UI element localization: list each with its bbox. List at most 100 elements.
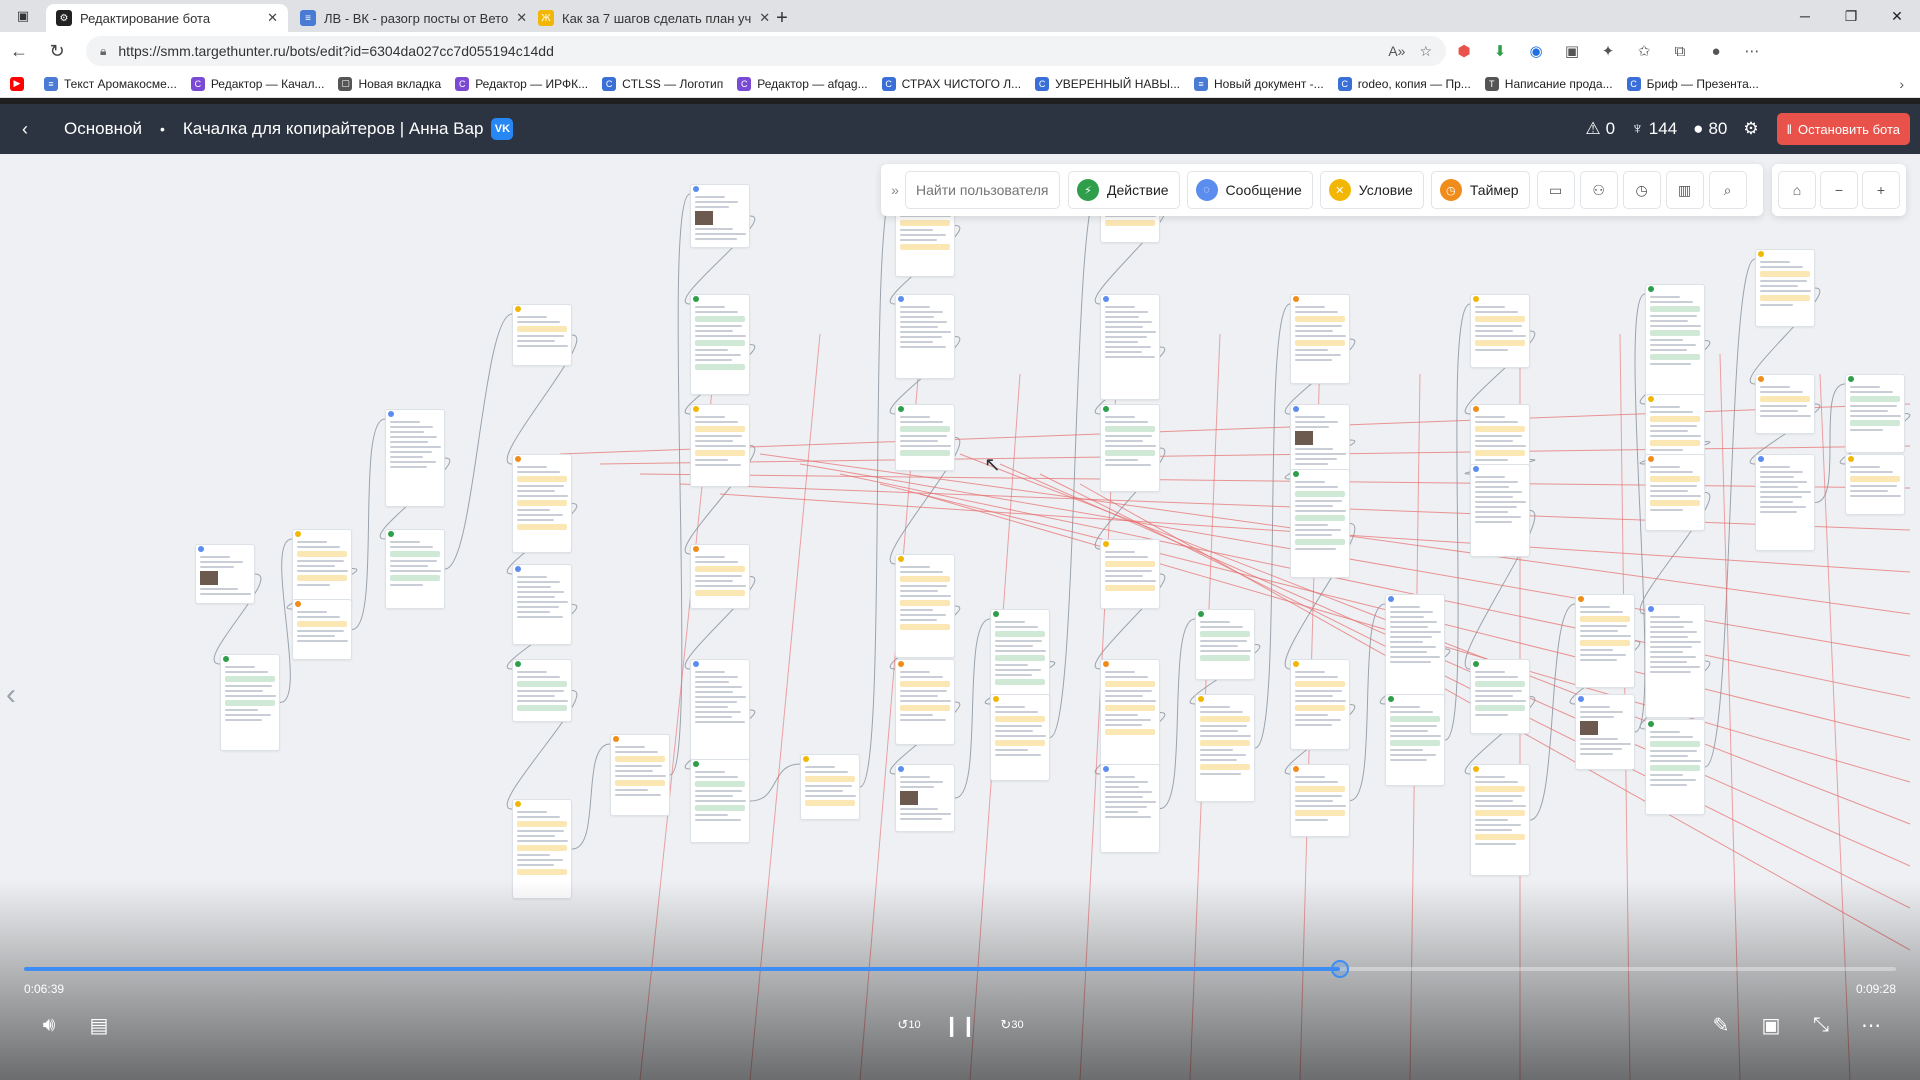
captions-icon[interactable]: ▤ <box>89 1014 109 1037</box>
edit-pen-icon[interactable]: ✎ <box>1712 1014 1730 1037</box>
bookmark-item[interactable]: ▢Новая вкладка <box>338 76 441 91</box>
add-timer-button[interactable]: ◷ Таймер <box>1430 171 1530 209</box>
flow-node[interactable] <box>385 529 445 609</box>
new-tab-button[interactable]: + <box>776 6 788 29</box>
flow-node[interactable] <box>195 544 255 604</box>
flow-node[interactable] <box>1645 284 1705 397</box>
rewind-button[interactable]: ↺10 <box>897 1017 921 1032</box>
warnings-stat[interactable]: ⚠0 <box>1585 119 1616 138</box>
home-icon[interactable]: ⌂ <box>1778 171 1816 209</box>
collections-icon[interactable]: ⧉ <box>1674 42 1686 60</box>
close-tab-icon[interactable]: ✕ <box>267 10 278 25</box>
flow-node[interactable] <box>1470 464 1530 557</box>
collapse-toolbar-icon[interactable]: » <box>891 182 899 198</box>
settings-gear-icon[interactable]: ⚙ <box>1743 119 1759 138</box>
video-more-icon[interactable]: ⋯ <box>1861 1014 1881 1037</box>
flow-node[interactable] <box>1575 694 1635 770</box>
flow-node[interactable] <box>1645 719 1705 815</box>
flow-node[interactable] <box>610 734 670 816</box>
find-user-input[interactable] <box>916 182 1049 198</box>
flow-node[interactable] <box>220 654 280 751</box>
flow-node[interactable] <box>690 544 750 609</box>
flow-node[interactable] <box>895 294 955 379</box>
flow-node[interactable] <box>1755 249 1815 327</box>
back-icon[interactable]: ← <box>10 40 28 61</box>
window-menu-icon[interactable]: ▣ <box>16 8 30 23</box>
flow-node[interactable] <box>1470 294 1530 368</box>
forward-button[interactable]: ↻30 <box>1000 1017 1024 1032</box>
close-tab-icon[interactable]: ✕ <box>759 10 771 25</box>
pause-icon[interactable]: ❙❙ <box>943 1014 977 1037</box>
add-action-button[interactable]: ⚡ Действие <box>1068 171 1180 209</box>
flow-node[interactable] <box>292 529 352 608</box>
flow-node[interactable] <box>1100 294 1160 400</box>
flow-node[interactable] <box>690 659 750 761</box>
add-message-button[interactable]: ◌ Сообщение <box>1186 171 1313 209</box>
more-menu-icon[interactable]: ⋯ <box>1744 43 1760 60</box>
flow-node[interactable] <box>1845 454 1905 515</box>
flow-node[interactable] <box>512 659 572 722</box>
read-aloud-icon[interactable]: A» <box>1388 43 1406 59</box>
flow-node[interactable] <box>1385 594 1445 704</box>
note-icon[interactable]: ▭ <box>1536 171 1575 209</box>
flow-node[interactable] <box>1290 764 1350 837</box>
flow-node[interactable] <box>1290 469 1350 578</box>
exit-fullscreen-icon[interactable]: ⤡ <box>1813 1013 1829 1036</box>
flow-node[interactable] <box>1845 374 1905 453</box>
stats-icon[interactable]: ▥ <box>1665 171 1704 209</box>
flow-node[interactable] <box>690 294 750 395</box>
profile-avatar[interactable]: ● <box>1711 42 1721 60</box>
bookmarks-more-icon[interactable]: › <box>1899 75 1904 92</box>
url-box[interactable]: 🔒︎ https://smm.targethunter.ru/bots/edit… <box>86 36 1446 66</box>
search-icon[interactable]: ⌕ <box>1708 171 1747 209</box>
blue-extension-icon[interactable]: ◉ <box>1529 43 1543 60</box>
flow-node[interactable] <box>1100 659 1160 766</box>
canvas-left-arrow-icon[interactable]: ‹ <box>6 678 16 711</box>
video-progress-handle[interactable] <box>1331 960 1350 978</box>
close-window-icon[interactable]: ✕ <box>1891 7 1903 24</box>
flow-node[interactable] <box>895 659 955 745</box>
section-label[interactable]: Основной <box>64 119 142 138</box>
find-user-field[interactable] <box>905 171 1060 209</box>
flow-node[interactable] <box>895 554 955 658</box>
flow-node[interactable] <box>1645 454 1705 531</box>
flow-node[interactable] <box>690 404 750 487</box>
flow-node[interactable] <box>1470 659 1530 734</box>
flow-node[interactable] <box>1385 694 1445 786</box>
adblock-extension-icon[interactable]: ⬢ <box>1457 43 1471 60</box>
stop-bot-button[interactable]: ‖ Остановить бота <box>1776 113 1910 145</box>
camera-icon[interactable]: ▣ <box>1564 43 1580 60</box>
back-chevron-icon[interactable]: ‹ <box>22 118 28 139</box>
volume-icon[interactable]: 🔊︎ <box>42 1013 56 1036</box>
flow-node[interactable] <box>1290 659 1350 750</box>
bookmark-item[interactable]: ▶ <box>10 76 30 91</box>
flow-node[interactable] <box>690 184 750 248</box>
flow-node[interactable] <box>1290 294 1350 384</box>
favorites-icon[interactable]: ✩ <box>1637 43 1651 60</box>
flow-node[interactable] <box>1575 594 1635 688</box>
flow-node[interactable] <box>1290 404 1350 476</box>
minimize-icon[interactable]: ─ <box>1800 8 1810 24</box>
flow-node[interactable] <box>292 599 352 660</box>
flow-node[interactable] <box>1755 374 1815 434</box>
zoom-out-icon[interactable]: − <box>1820 171 1858 209</box>
flow-node[interactable] <box>1100 539 1160 609</box>
bookmark-item[interactable]: ≡Новый документ -... <box>1194 76 1324 91</box>
add-user-icon[interactable]: ⚇ <box>1579 171 1618 209</box>
add-condition-button[interactable]: ✕ Условие <box>1319 171 1424 209</box>
flow-node[interactable] <box>385 409 445 507</box>
history-icon[interactable]: ◷ <box>1622 171 1661 209</box>
browser-tab[interactable]: ≡ЛВ - ВК - разогр посты от Вето✕ <box>290 4 527 32</box>
url-text[interactable]: https://smm.targethunter.ru/bots/edit?id… <box>118 43 554 59</box>
flow-node[interactable] <box>1195 609 1255 680</box>
flow-node[interactable] <box>1470 764 1530 876</box>
flow-node[interactable] <box>512 454 572 553</box>
